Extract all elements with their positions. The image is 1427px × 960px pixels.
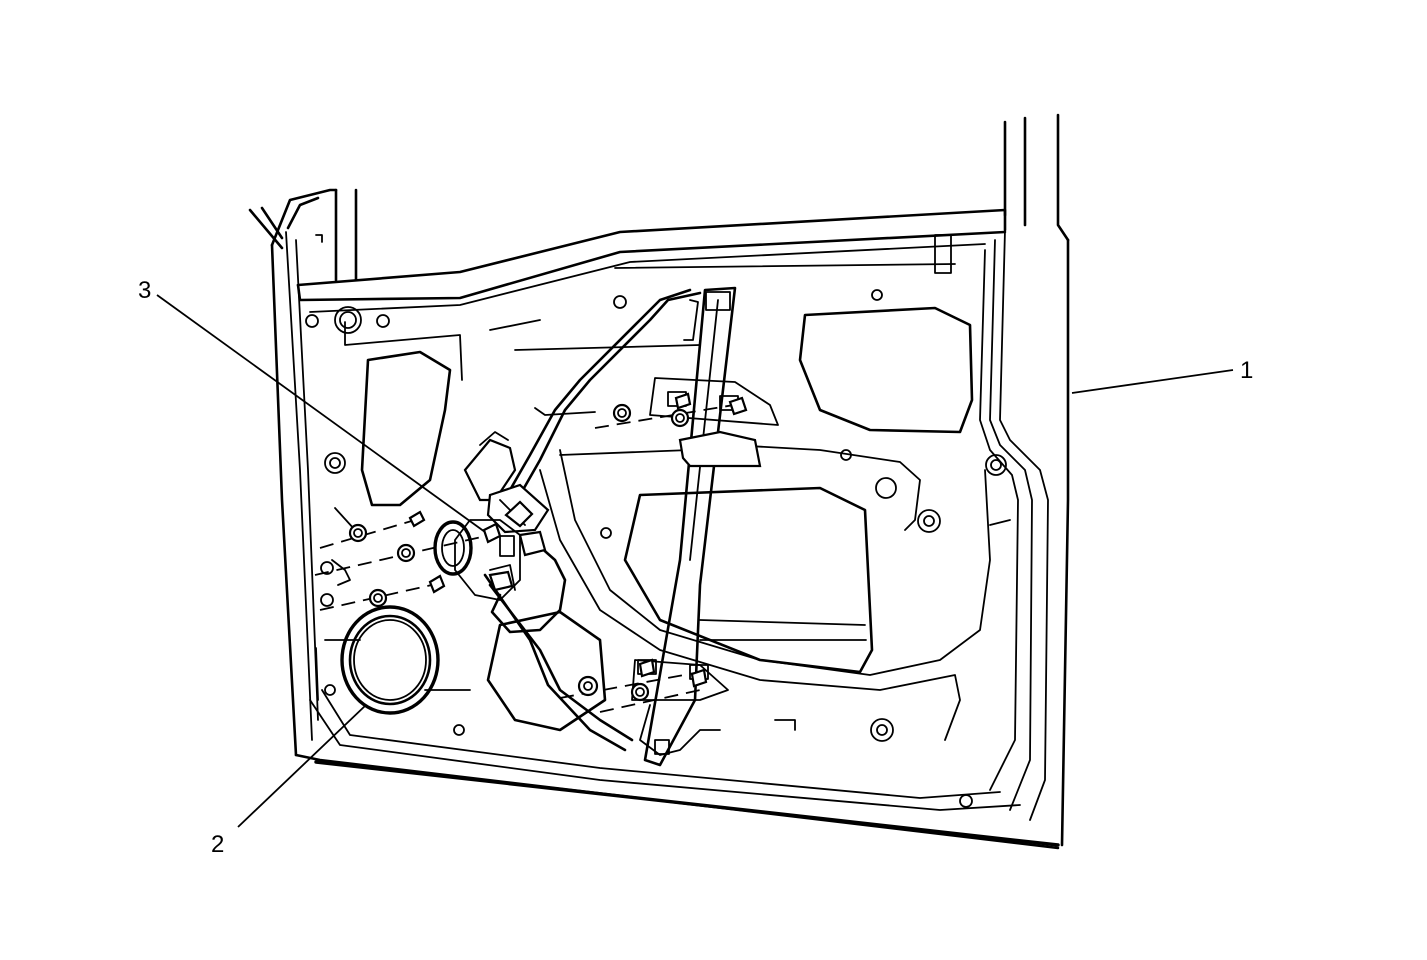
callout-2: 2 — [211, 831, 224, 858]
leader-3 — [156, 294, 486, 533]
fasteners — [314, 392, 748, 713]
leader-2 — [237, 704, 367, 828]
callout-leaders — [156, 294, 1234, 828]
window-regulator — [483, 286, 779, 767]
panel-holes — [305, 234, 1007, 808]
leader-1 — [1071, 369, 1234, 394]
regulator-motor — [454, 431, 567, 634]
speaker — [340, 605, 440, 715]
door-frame — [248, 113, 1070, 850]
callout-1: 1 — [1240, 357, 1253, 384]
callout-3: 3 — [138, 277, 151, 304]
motor-plug — [433, 520, 473, 576]
